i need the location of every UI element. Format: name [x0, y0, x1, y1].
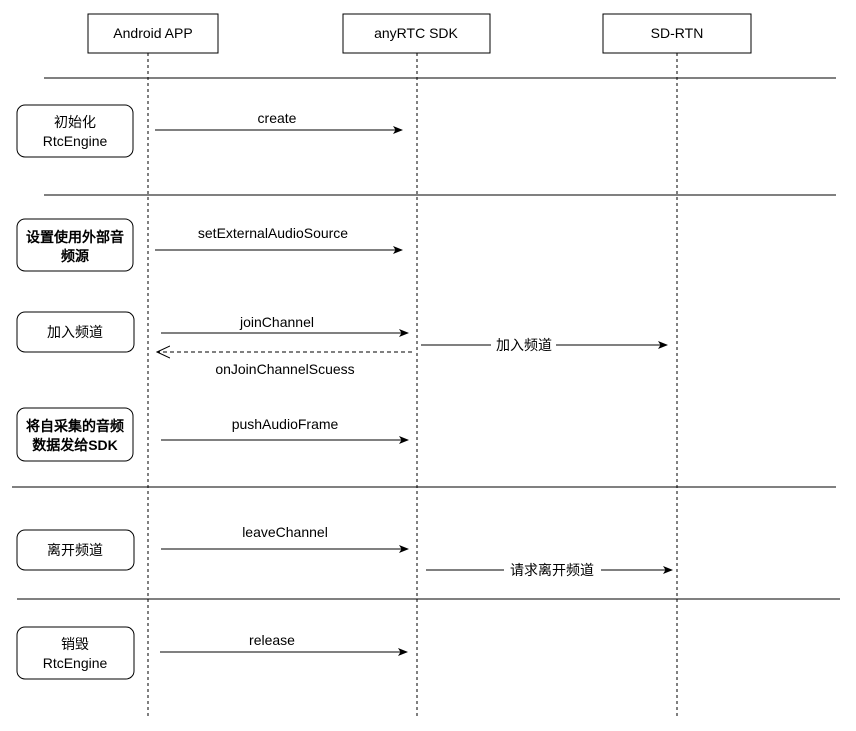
step-label: 初始化	[54, 114, 96, 130]
message-request-leave-channel[interactable]: 请求离开频道	[426, 562, 673, 578]
message-label: leaveChannel	[242, 524, 328, 540]
step-label: RtcEngine	[43, 133, 108, 149]
message-set-external-audio-source[interactable]: setExternalAudioSource	[155, 225, 403, 254]
step-init-rtc-engine[interactable]: 初始化 RtcEngine	[16, 104, 134, 158]
participant-android-app[interactable]: Android APP	[87, 13, 219, 54]
step-label: 设置使用外部音	[26, 229, 124, 245]
step-label: 销毁	[61, 636, 89, 652]
step-label: 将自采集的音频	[26, 418, 124, 434]
participant-label: anyRTC SDK	[374, 25, 458, 41]
message-label: 加入频道	[496, 337, 552, 353]
participant-label: Android APP	[113, 25, 192, 41]
step-leave-channel[interactable]: 离开频道	[16, 529, 135, 571]
message-join-channel[interactable]: joinChannel	[161, 314, 409, 337]
message-label: setExternalAudioSource	[198, 225, 348, 241]
message-label: create	[258, 110, 297, 126]
message-create[interactable]: create	[155, 110, 403, 134]
message-label: pushAudioFrame	[232, 416, 339, 432]
message-label: joinChannel	[239, 314, 314, 330]
step-label: 离开频道	[47, 542, 103, 558]
message-label: 请求离开频道	[510, 562, 594, 578]
message-sdk-join-channel[interactable]: 加入频道	[421, 337, 668, 353]
message-leave-channel[interactable]: leaveChannel	[161, 524, 409, 553]
step-destroy-rtc-engine[interactable]: 销毁 RtcEngine	[16, 626, 135, 680]
step-set-external-audio-source[interactable]: 设置使用外部音 频源	[16, 218, 134, 272]
message-push-audio-frame[interactable]: pushAudioFrame	[161, 416, 409, 444]
step-join-channel[interactable]: 加入频道	[16, 311, 135, 353]
participant-sd-rtn[interactable]: SD-RTN	[602, 13, 752, 54]
step-push-audio-data[interactable]: 将自采集的音频 数据发给SDK	[16, 407, 134, 462]
message-label: release	[249, 632, 295, 648]
step-label: 加入频道	[47, 324, 103, 340]
step-label: 频源	[61, 248, 89, 264]
message-on-join-channel-success[interactable]: onJoinChannelScuess	[157, 352, 412, 377]
participant-label: SD-RTN	[651, 25, 704, 41]
message-release[interactable]: release	[160, 632, 408, 656]
participant-anyrtc-sdk[interactable]: anyRTC SDK	[342, 13, 491, 54]
step-label: 数据发给SDK	[32, 437, 118, 453]
message-label: onJoinChannelScuess	[215, 361, 354, 377]
step-label: RtcEngine	[43, 655, 108, 671]
